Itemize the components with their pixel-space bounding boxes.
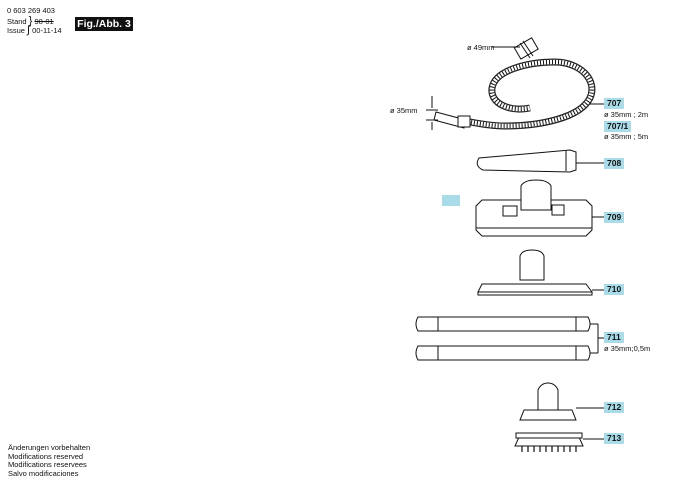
- extension-tubes-drawing: [415, 316, 604, 361]
- footer-line-fr: Modifications reservees: [8, 460, 87, 470]
- integral-glyph: ∫: [27, 24, 31, 36]
- highlight-marker: [442, 195, 460, 206]
- stand-row: Stand } 98-01: [7, 15, 54, 27]
- footer-line-de: Änderungen vorbehalten: [8, 443, 91, 452]
- footer-line-en: Modifications reserved: [8, 451, 84, 461]
- part-spec-711: ø 35mm;0,5m: [604, 344, 651, 353]
- upholstery-nozzle-drawing: [477, 249, 604, 296]
- dusting-brush-drawing: [519, 382, 604, 421]
- part-tag-712: 712: [604, 402, 625, 413]
- crevice-nozzle-drawing: [476, 149, 604, 173]
- hose-drawing: [426, 37, 604, 130]
- footer-line-es: Salvo modificaciones: [8, 468, 79, 478]
- brace-glyph: }: [28, 15, 33, 27]
- part-tag-708: 708: [604, 158, 625, 169]
- brush-drawing: [514, 432, 604, 452]
- part-tag-710: 710: [604, 284, 625, 295]
- part-number: 0 603 269 403: [7, 6, 55, 15]
- stand-old-date: 98-01: [34, 17, 54, 26]
- issue-row: Issue ∫ 00-11-14: [7, 24, 62, 36]
- part-tag-711: 711: [604, 332, 624, 343]
- floor-nozzle-drawing: [475, 179, 604, 237]
- issue-label: Issue: [7, 26, 25, 35]
- part-spec-707: ø 35mm ; 2m: [604, 110, 649, 119]
- part-tag-707: 707: [604, 98, 625, 109]
- part-spec-707-1: ø 35mm ; 5m: [604, 132, 649, 141]
- dimension-label-49mm: ø 49mm: [467, 43, 495, 52]
- stand-label: Stand: [7, 17, 27, 26]
- figure-label: Fig./Abb. 3: [75, 17, 133, 31]
- part-tag-707-1: 707/1: [604, 121, 632, 132]
- part-tag-709: 709: [604, 212, 625, 223]
- part-tag-713: 713: [604, 433, 625, 444]
- issue-date: 00-11-14: [32, 26, 62, 35]
- dimension-label-35mm: ø 35mm: [390, 106, 418, 115]
